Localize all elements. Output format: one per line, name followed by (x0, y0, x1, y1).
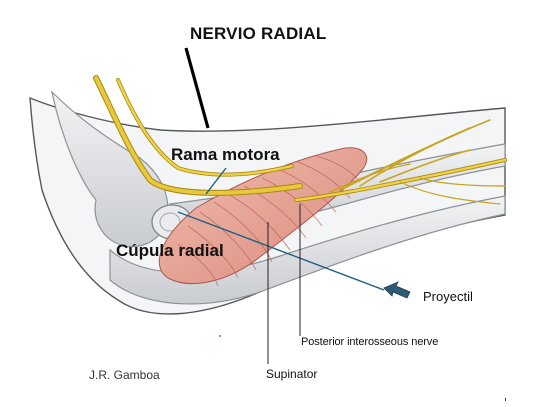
radial-head-label: Cúpula radial (116, 241, 224, 260)
projectile-label: Proyectil (423, 289, 473, 304)
supinator-muscle (158, 147, 368, 285)
title-label: NERVIO RADIAL (190, 24, 327, 43)
branch-pointer (205, 167, 227, 195)
radial-nerve (93, 75, 507, 205)
supinator-label: Supinator (266, 367, 318, 381)
trajectory-line (177, 211, 385, 291)
posterior-interosseous-label: Posterior interosseous nerve (301, 336, 439, 348)
muscle-fibers (177, 155, 361, 287)
motor-branch-label: Rama motora (171, 145, 280, 164)
title-pointer (184, 47, 210, 129)
projectile-arrow-icon (383, 281, 411, 299)
author-credit: J.R. Gamboa (89, 368, 160, 382)
humerus (51, 90, 169, 248)
